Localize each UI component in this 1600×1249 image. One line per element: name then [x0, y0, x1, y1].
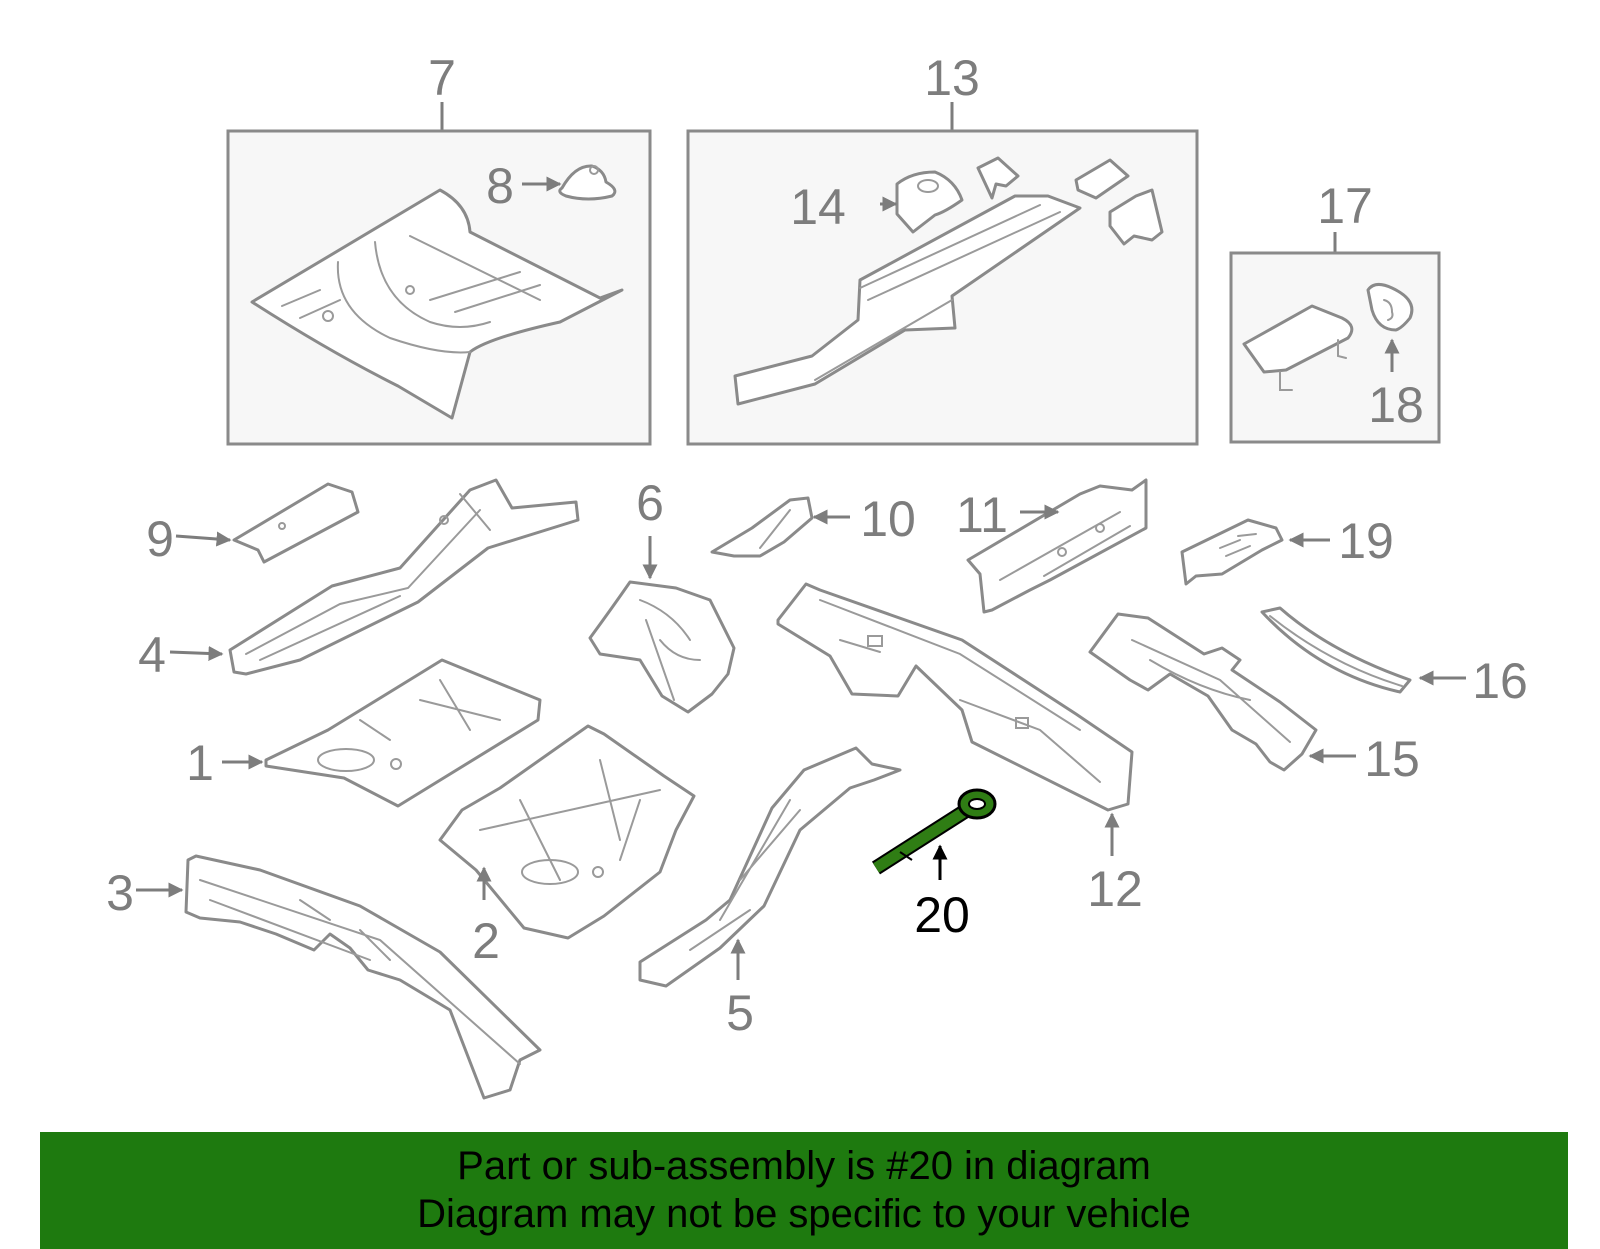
group-13-label: 13	[924, 50, 980, 106]
callout-4: 4	[138, 627, 166, 683]
part-15: 15	[1088, 612, 1420, 787]
part-11: 11	[956, 478, 1148, 614]
group-17: 17 18	[1229, 178, 1441, 444]
part-2: 2	[438, 724, 696, 969]
callout-19: 19	[1338, 513, 1394, 569]
part-5: 5	[638, 746, 902, 1041]
part-16: 16	[1260, 606, 1528, 709]
part-20-tow-eye: 20	[871, 788, 997, 943]
callout-10: 10	[860, 491, 916, 547]
callout-12: 12	[1087, 861, 1143, 917]
callout-18: 18	[1368, 377, 1424, 433]
floor-pan-assembly	[250, 188, 624, 420]
callout-5: 5	[726, 985, 754, 1041]
callout-11: 11	[956, 487, 1008, 543]
part-19: 19	[1180, 513, 1394, 586]
rear-frame-rail	[733, 194, 1082, 406]
part-8: 8	[486, 158, 617, 214]
callout-1: 1	[186, 735, 214, 791]
part-1: 1	[186, 658, 542, 808]
group-17-label: 17	[1317, 178, 1373, 234]
part-3: 3	[106, 854, 542, 1100]
callout-8: 8	[486, 158, 514, 214]
callout-14: 14	[790, 179, 846, 235]
group-13: 13 14	[686, 50, 1199, 446]
info-banner: Part or sub-assembly is #20 in diagram D…	[40, 1132, 1568, 1249]
part-6: 6	[588, 475, 736, 714]
banner-line-2: Diagram may not be specific to your vehi…	[417, 1192, 1191, 1236]
banner-line-1: Part or sub-assembly is #20 in diagram	[457, 1144, 1151, 1188]
bracket-13b	[1074, 158, 1130, 200]
callout-20: 20	[914, 887, 970, 943]
group-7: 7 8	[226, 50, 652, 446]
bracket-13c	[1108, 188, 1164, 246]
part-10: 10	[710, 491, 916, 558]
callout-6: 6	[636, 475, 664, 531]
callout-9: 9	[146, 511, 174, 567]
bracket-13a	[976, 156, 1020, 200]
callout-2: 2	[472, 913, 500, 969]
callout-3: 3	[106, 865, 134, 921]
part-9: 9	[146, 482, 360, 567]
callout-15: 15	[1364, 731, 1420, 787]
group-7-label: 7	[428, 50, 456, 106]
part-4: 4	[138, 478, 580, 683]
part-14: 14	[790, 170, 964, 235]
bracket-17	[1242, 304, 1354, 391]
part-12: 12	[776, 582, 1143, 917]
part-18: 18	[1366, 283, 1424, 433]
callout-16: 16	[1472, 653, 1528, 709]
